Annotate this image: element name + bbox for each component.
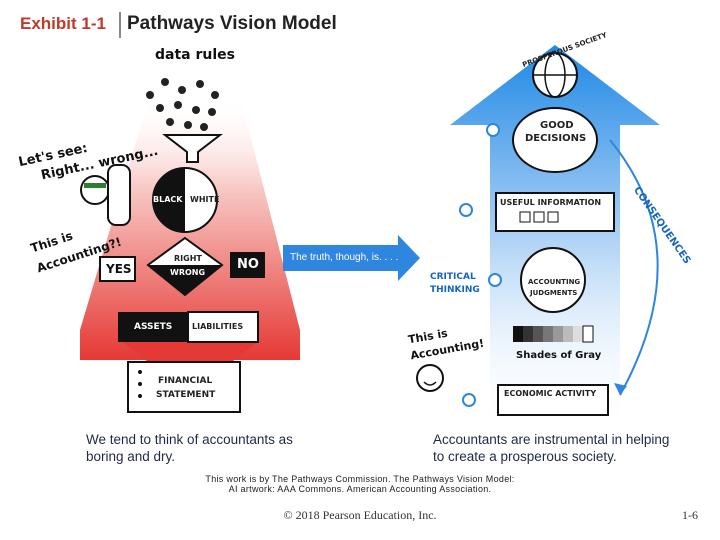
shades-of-gray-bar bbox=[513, 325, 594, 343]
judgments-label: JUDGMENTS bbox=[530, 289, 578, 297]
decisions-label: DECISIONS bbox=[525, 133, 587, 144]
liabilities-box bbox=[187, 311, 259, 343]
good-label: GOOD bbox=[540, 120, 574, 131]
exhibit-title: Pathways Vision Model bbox=[127, 13, 337, 34]
data-rules-label: data rules bbox=[155, 47, 235, 63]
no-box bbox=[230, 252, 265, 278]
happy-person-icon bbox=[416, 364, 444, 392]
statement-label: STATEMENT bbox=[156, 390, 216, 400]
title-divider bbox=[119, 12, 121, 38]
accounting-label: ACCOUNTING bbox=[528, 278, 581, 286]
copyright-notice: © 2018 Pearson Education, Inc. bbox=[283, 508, 437, 522]
yes-label: YES bbox=[106, 262, 132, 276]
exhibit-label: Exhibit 1-1 bbox=[20, 14, 106, 33]
truth-label: The truth, though, is. . . . bbox=[290, 252, 399, 263]
yes-box bbox=[99, 256, 136, 282]
middle-arrow bbox=[283, 235, 420, 281]
credit-line1: This work is by The Pathways Commission.… bbox=[205, 474, 515, 484]
right-caption-line2: to create a prosperous society. bbox=[433, 449, 617, 464]
lightbulb-icons bbox=[459, 123, 502, 407]
right-caption-line1: Accountants are instrumental in helping bbox=[433, 432, 670, 447]
left-caption-line1: We tend to think of accountants as bbox=[86, 432, 293, 447]
critical-label: CRITICAL bbox=[430, 272, 476, 282]
left-caption-line2: boring and dry. bbox=[86, 449, 176, 464]
right-blue-arrow bbox=[450, 45, 660, 420]
thinking-label: THINKING bbox=[430, 285, 480, 295]
data-dots bbox=[146, 78, 219, 131]
machine-icon bbox=[107, 164, 131, 226]
economic-activity-label: ECONOMIC ACTIVITY bbox=[504, 389, 597, 398]
funnel-icon bbox=[162, 134, 223, 163]
no-label: NO bbox=[237, 257, 259, 272]
white-label: WHITE bbox=[190, 195, 220, 204]
financial-label: FINANCIAL bbox=[158, 376, 213, 386]
good-decisions-cloud bbox=[512, 107, 598, 173]
financial-statement-box bbox=[127, 361, 241, 413]
black-label: BLACK bbox=[153, 195, 183, 204]
liabilities-label: LIABILITIES bbox=[192, 322, 244, 331]
consequences-arrow bbox=[609, 139, 659, 396]
assets-label: ASSETS bbox=[134, 322, 173, 332]
accounting-judgments-circle bbox=[520, 247, 586, 313]
image-credit: This work is by The Pathways Commission.… bbox=[0, 474, 720, 494]
shades-of-gray-label: Shades of Gray bbox=[516, 350, 602, 361]
left-caption: We tend to think of accountants as borin… bbox=[86, 431, 293, 465]
economic-activity-box bbox=[497, 384, 609, 416]
credit-line2: AI artwork: AAA Commons. American Accoun… bbox=[228, 484, 492, 494]
useful-information-label: USEFUL INFORMATION bbox=[500, 198, 602, 207]
wrong-label: WRONG bbox=[170, 268, 206, 277]
right-caption: Accountants are instrumental in helping … bbox=[433, 431, 669, 465]
page-number: 1-6 bbox=[682, 508, 698, 522]
assets-box bbox=[118, 312, 188, 342]
right-label: RIGHT bbox=[174, 254, 202, 263]
worried-person-icon bbox=[80, 175, 110, 205]
